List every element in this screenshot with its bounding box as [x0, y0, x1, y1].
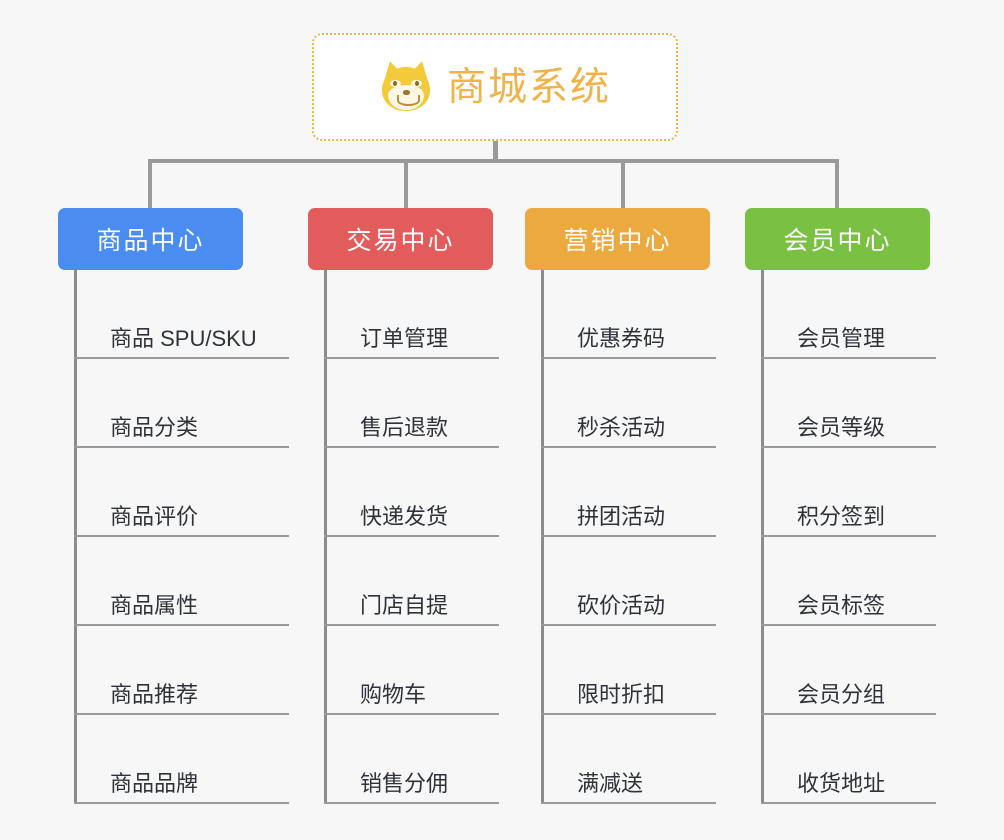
list-item[interactable]: 会员管理: [761, 270, 936, 359]
leaf-label: 秒杀活动: [577, 414, 666, 440]
connector-horizontal-bus: [150, 159, 839, 163]
leaf-label: 拼团活动: [577, 503, 666, 529]
leaf-label: 商品分类: [110, 414, 199, 440]
leaf-label: 销售分佣: [360, 770, 449, 796]
list-item[interactable]: 购物车: [324, 626, 499, 715]
leaf-label: 售后退款: [360, 414, 449, 440]
list-item[interactable]: 门店自提: [324, 537, 499, 626]
leaf-label: 快递发货: [360, 503, 449, 529]
branch-header-product-center[interactable]: 商品中心: [58, 208, 243, 270]
leaf-label: 商品 SPU/SKU: [110, 325, 257, 351]
branch-header-label: 商品中心: [96, 227, 205, 255]
root-node-title: 商城系统: [446, 65, 611, 109]
branch-spine: [74, 270, 77, 804]
leaf-label: 满减送: [577, 770, 644, 796]
list-item[interactable]: 快递发货: [324, 448, 499, 537]
leaf-label: 购物车: [360, 681, 427, 707]
leaf-label: 商品属性: [110, 592, 199, 618]
leaf-label: 收货地址: [797, 770, 886, 796]
branch-header-label: 交易中心: [346, 227, 455, 255]
list-item[interactable]: 商品属性: [74, 537, 289, 626]
connector-drop-branch-1: [148, 159, 152, 208]
list-item[interactable]: 秒杀活动: [541, 359, 716, 448]
shiba-inu-dog-face-icon: [379, 58, 433, 114]
leaf-label: 积分签到: [797, 503, 886, 529]
list-item[interactable]: 订单管理: [324, 270, 499, 359]
list-item[interactable]: 限时折扣: [541, 626, 716, 715]
list-item[interactable]: 砍价活动: [541, 537, 716, 626]
connector-drop-branch-3: [621, 159, 625, 208]
leaf-label: 会员管理: [797, 325, 886, 351]
list-item[interactable]: 销售分佣: [324, 715, 499, 804]
root-node-shopping-mall-system[interactable]: 商城系统: [312, 33, 678, 141]
list-item[interactable]: 商品推荐: [74, 626, 289, 715]
list-item[interactable]: 商品分类: [74, 359, 289, 448]
branch-header-member-center[interactable]: 会员中心: [745, 208, 930, 270]
branch-header-transaction-center[interactable]: 交易中心: [308, 208, 493, 270]
branch-header-marketing-center[interactable]: 营销中心: [525, 208, 710, 270]
list-item[interactable]: 优惠券码: [541, 270, 716, 359]
leaf-label: 会员标签: [797, 592, 886, 618]
leaf-label: 商品推荐: [110, 681, 199, 707]
list-item[interactable]: 商品 SPU/SKU: [74, 270, 289, 359]
branch-spine: [324, 270, 327, 804]
leaf-label: 会员分组: [797, 681, 886, 707]
list-item[interactable]: 商品评价: [74, 448, 289, 537]
branch-transaction-center: 交易中心 订单管理 售后退款 快递发货 门店自提 购物车 销售分佣: [308, 208, 499, 804]
list-item[interactable]: 会员标签: [761, 537, 936, 626]
branch-product-center: 商品中心 商品 SPU/SKU 商品分类 商品评价 商品属性 商品推荐 商品品牌: [58, 208, 289, 804]
leaf-label: 限时折扣: [577, 681, 666, 707]
branch-header-label: 会员中心: [783, 227, 892, 255]
branch-spine: [541, 270, 544, 804]
leaf-list-transaction-center: 订单管理 售后退款 快递发货 门店自提 购物车 销售分佣: [324, 270, 499, 804]
branch-spine: [761, 270, 764, 804]
list-item[interactable]: 会员等级: [761, 359, 936, 448]
leaf-list-product-center: 商品 SPU/SKU 商品分类 商品评价 商品属性 商品推荐 商品品牌: [74, 270, 289, 804]
leaf-label: 优惠券码: [577, 325, 666, 351]
leaf-label: 会员等级: [797, 414, 886, 440]
connector-root-stem: [493, 141, 498, 163]
leaf-label: 门店自提: [360, 592, 449, 618]
leaf-label: 商品评价: [110, 503, 199, 529]
branch-member-center: 会员中心 会员管理 会员等级 积分签到 会员标签 会员分组 收货地址: [745, 208, 936, 804]
connector-drop-branch-4: [835, 159, 839, 208]
leaf-label: 订单管理: [360, 325, 449, 351]
list-item[interactable]: 积分签到: [761, 448, 936, 537]
list-item[interactable]: 拼团活动: [541, 448, 716, 537]
connector-drop-branch-2: [404, 159, 408, 208]
list-item[interactable]: 商品品牌: [74, 715, 289, 804]
list-item[interactable]: 收货地址: [761, 715, 936, 804]
leaf-label: 商品品牌: [110, 770, 199, 796]
leaf-list-member-center: 会员管理 会员等级 积分签到 会员标签 会员分组 收货地址: [761, 270, 936, 804]
leaf-label: 砍价活动: [577, 592, 666, 618]
branch-header-label: 营销中心: [563, 227, 672, 255]
leaf-list-marketing-center: 优惠券码 秒杀活动 拼团活动 砍价活动 限时折扣 满减送: [541, 270, 716, 804]
branch-marketing-center: 营销中心 优惠券码 秒杀活动 拼团活动 砍价活动 限时折扣 满减送: [525, 208, 716, 804]
list-item[interactable]: 满减送: [541, 715, 716, 804]
list-item[interactable]: 会员分组: [761, 626, 936, 715]
list-item[interactable]: 售后退款: [324, 359, 499, 448]
